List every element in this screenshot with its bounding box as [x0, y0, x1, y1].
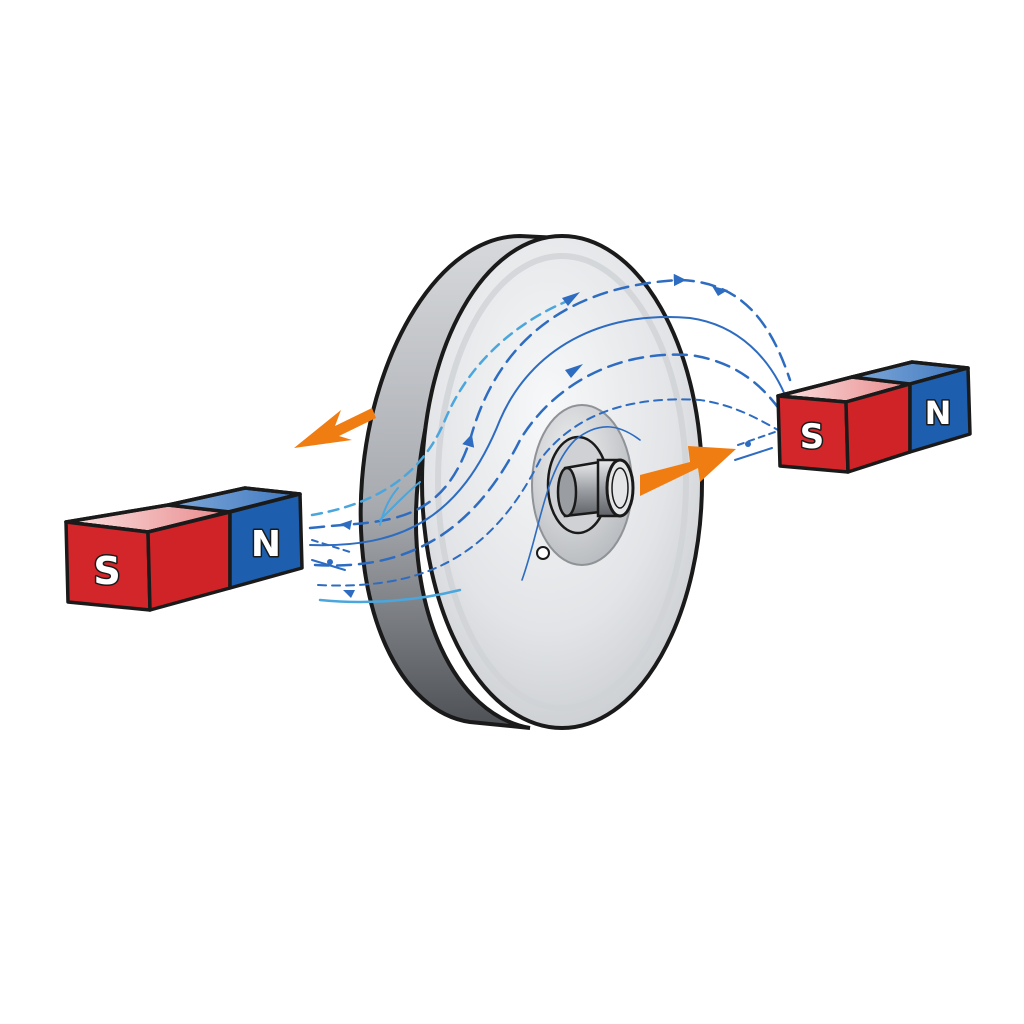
- field-arrowhead: [562, 292, 580, 306]
- right-force-arrow: [640, 446, 736, 496]
- north-pole-face: [908, 366, 972, 454]
- field-arrowhead: [712, 286, 728, 296]
- right-south-label: S: [800, 417, 825, 457]
- field-arrowhead: [565, 364, 583, 378]
- left-force-arrow: [294, 408, 376, 448]
- left-bar-magnet: S N: [64, 486, 304, 612]
- field-arrowhead: [340, 520, 352, 530]
- field-line-light: [310, 298, 572, 517]
- field-line: [308, 273, 792, 530]
- magnetic-field-lines: [308, 273, 792, 604]
- field-arrowhead: [343, 590, 355, 598]
- field-line-light: [318, 588, 462, 604]
- north-pole-face: [228, 492, 304, 590]
- left-south-label: S: [93, 549, 120, 593]
- left-north-label: N: [251, 524, 281, 565]
- right-north-label: N: [925, 394, 952, 432]
- field-line: [309, 316, 786, 547]
- disc-hole: [536, 546, 550, 560]
- field-line-inner: [521, 426, 641, 581]
- right-bar-magnet: S N: [776, 360, 972, 474]
- axle-shaft: [556, 458, 635, 518]
- field-line: [313, 353, 782, 567]
- field-line: [317, 398, 779, 587]
